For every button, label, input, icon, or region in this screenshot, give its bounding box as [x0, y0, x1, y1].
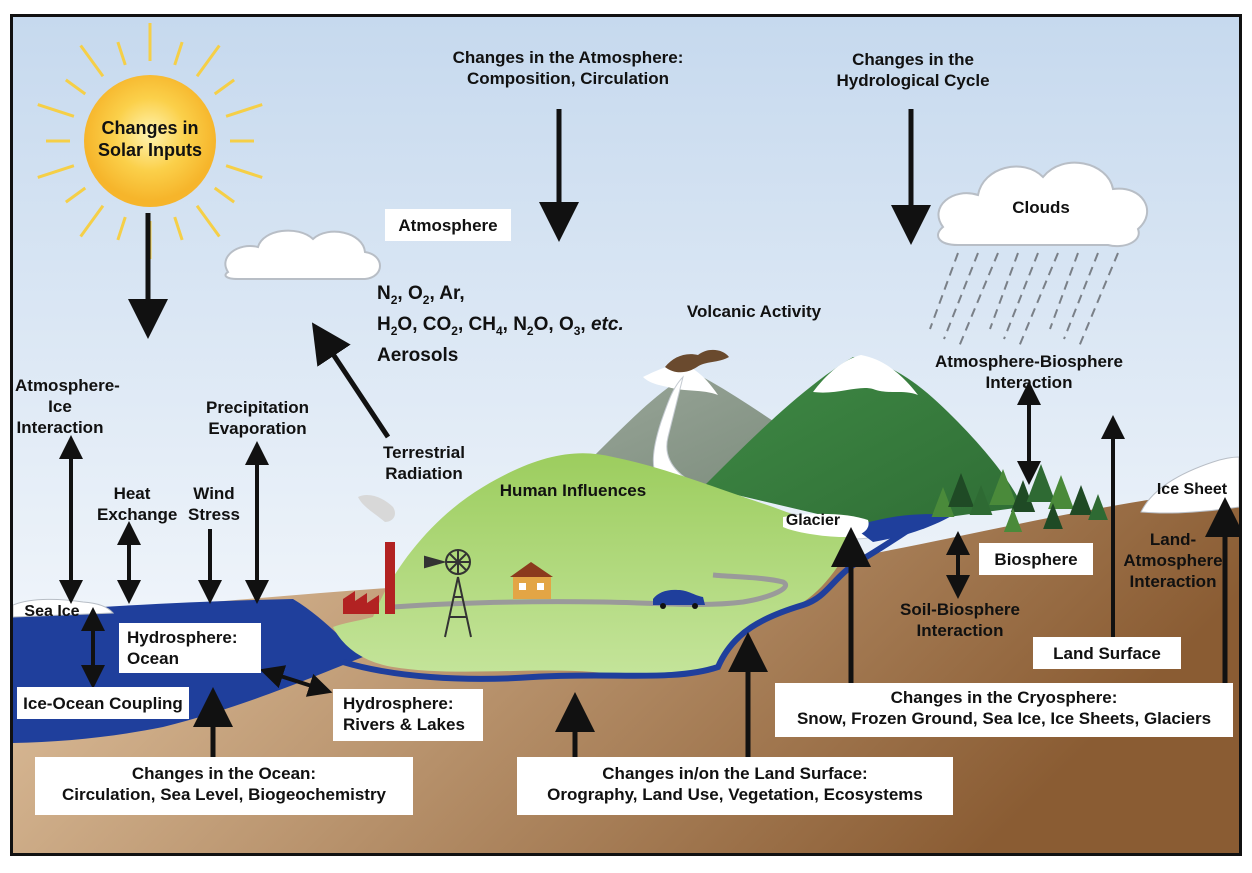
green-hill — [333, 453, 853, 675]
tree — [989, 469, 1017, 505]
sun-ray — [173, 41, 184, 66]
lake — [853, 514, 953, 542]
hydrosphere-rivers-box: Hydrosphere:Rivers & Lakes — [333, 689, 483, 741]
rain-streak — [1063, 252, 1099, 340]
factory-icon — [343, 495, 396, 614]
rain-icon — [929, 252, 1119, 350]
rain-streak — [943, 252, 979, 340]
atmosphere-changes-label: Changes in the Atmosphere:Composition, C… — [452, 48, 684, 88]
gases-line-1: N2, O2, Ar, — [377, 283, 465, 307]
tree — [1003, 508, 1023, 532]
car-icon — [653, 589, 705, 609]
clouds-label: Clouds — [1012, 198, 1070, 217]
sun-ray — [225, 103, 263, 118]
green-mountain-snowcap — [813, 355, 918, 395]
tree — [931, 487, 955, 517]
tree — [1048, 475, 1074, 509]
rain-streak — [1017, 252, 1059, 350]
human-influences-label: Human Influences — [499, 481, 647, 500]
terrestrial-radiation-arrow — [311, 322, 391, 439]
rain-streak — [957, 252, 999, 350]
gases-line-2: H2O, CO2, CH4, N2O, O3, etc. — [377, 314, 624, 338]
tree — [1069, 485, 1093, 515]
sun-ray — [225, 164, 263, 179]
rain-streak — [1003, 252, 1039, 340]
ice-ocean-coupling-box: Ice-Ocean Coupling — [17, 687, 189, 719]
land-surface-box: Land Surface — [1033, 637, 1181, 669]
sun-ray — [37, 164, 75, 179]
house-icon — [510, 562, 553, 599]
tree — [1010, 480, 1036, 512]
sun-ray — [79, 204, 105, 238]
sun-ray — [213, 186, 236, 204]
rain-streak — [929, 252, 959, 330]
sun-ray — [195, 44, 221, 78]
rain-streak — [1049, 252, 1079, 330]
tree — [1043, 503, 1063, 529]
sun-ray — [116, 41, 127, 66]
sun-ray — [116, 216, 127, 241]
atmosphere-box: Atmosphere — [385, 209, 511, 241]
green-mountain — [703, 357, 1023, 527]
cloud-small-icon — [224, 229, 381, 280]
volcanic-activity-label: Volcanic Activity — [686, 302, 822, 321]
biosphere-box: Biosphere — [979, 543, 1093, 575]
tree — [1026, 464, 1056, 502]
rain-streak — [989, 252, 1019, 330]
sun-ray — [213, 78, 236, 96]
rain-streak — [1077, 252, 1119, 350]
sun-ray — [37, 103, 75, 118]
sea-ice-label: Sea Ice — [24, 603, 80, 620]
land-changes-box: Changes in/on the Land Surface:Orography… — [517, 757, 953, 815]
cloud-large-icon — [937, 161, 1149, 248]
forest-icon — [931, 464, 1108, 532]
ocean-rivers-arrow — [259, 665, 333, 697]
aerosols-label: Aerosols — [377, 345, 459, 366]
sun-ray — [64, 186, 87, 204]
glacier-label: Glacier — [785, 512, 841, 529]
windmill-icon — [424, 549, 472, 638]
volcano-smoke-icon — [665, 349, 729, 373]
sun-ray — [64, 78, 87, 96]
sun-disc — [84, 75, 216, 207]
sun-ray — [79, 44, 105, 78]
tree — [969, 485, 993, 515]
cryosphere-changes-box: Changes in the Cryosphere:Snow, Frozen G… — [775, 683, 1233, 737]
sun-ray — [195, 204, 221, 238]
tree — [948, 473, 974, 507]
hydrosphere-ocean-box: Hydrosphere:Ocean — [119, 623, 261, 673]
ice-sheet-label: Ice Sheet — [1156, 481, 1228, 498]
sun-ray — [173, 216, 184, 241]
ocean-changes-box: Changes in the Ocean:Circulation, Sea Le… — [35, 757, 413, 815]
